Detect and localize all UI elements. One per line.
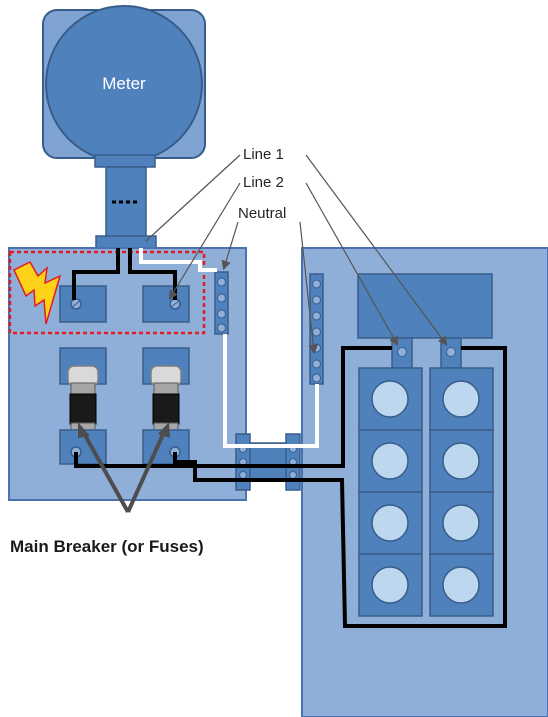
line-side-hazard-box xyxy=(8,250,206,335)
line1-label: Line 1 xyxy=(243,146,284,163)
line2-pointer-to-main xyxy=(168,182,241,301)
feeder-line2-wire xyxy=(173,346,507,628)
fuse-1 xyxy=(67,365,99,434)
main-breaker-label: Main Breaker (or Fuses) xyxy=(10,537,204,556)
line2-label: Line 2 xyxy=(243,174,284,191)
sub-neutral-screw-7 xyxy=(312,373,321,383)
incoming-line2-wire xyxy=(128,248,177,300)
line1-lug-screw-slot xyxy=(71,300,81,308)
meter-label: Meter xyxy=(102,74,146,93)
main-neutral-bar xyxy=(214,271,229,335)
sub-neutral-screw-4 xyxy=(312,327,321,337)
breaker-column-right xyxy=(429,367,494,617)
line2-lug xyxy=(142,285,190,323)
feeder-neutral-wire xyxy=(223,334,319,448)
breaker-column-left xyxy=(358,367,423,617)
neutral-pointer-to-sub xyxy=(299,221,319,355)
meter-collar xyxy=(94,154,156,168)
neutral-label: Neutral xyxy=(238,205,286,222)
feeder-nipple xyxy=(245,442,291,482)
main-neutral-screw-4 xyxy=(217,323,226,333)
sub-neutral-screw-1 xyxy=(312,279,321,289)
line2-lug-screw-slot xyxy=(170,300,180,308)
lightning-bolt-icon xyxy=(13,261,62,325)
neutral-pointer-to-main xyxy=(221,221,239,271)
fuse-2 xyxy=(150,365,182,434)
knockout-left-hole-3 xyxy=(239,471,247,479)
knockout-right-hole-3 xyxy=(289,471,297,479)
main-breaker-pointer xyxy=(80,429,167,513)
line1-pointer-to-main xyxy=(145,154,241,242)
line1-pointer-to-sub xyxy=(305,154,448,346)
incoming-neutral-wire xyxy=(139,248,217,272)
sub-neutral-screw-6 xyxy=(312,359,321,369)
sub-neutral-screw-3 xyxy=(312,311,321,321)
sub-line1-screw xyxy=(397,347,407,357)
sub-line2-screw xyxy=(446,347,456,357)
main-neutral-screw-2 xyxy=(217,293,226,303)
main-neutral-screw-1 xyxy=(217,277,226,287)
main-breaker-arrowhead-left xyxy=(78,422,90,438)
feeder-line1-wire xyxy=(74,346,392,468)
main-breaker-arrowhead-right xyxy=(158,422,170,438)
incoming-line1-wire xyxy=(72,248,120,300)
main-neutral-screw-3 xyxy=(217,309,226,319)
line2-pointer-to-sub xyxy=(305,182,399,347)
service-entry-hub xyxy=(95,235,157,249)
line1-lug xyxy=(59,285,107,323)
sub-main-lug-block xyxy=(357,273,493,339)
sub-neutral-screw-2 xyxy=(312,295,321,305)
